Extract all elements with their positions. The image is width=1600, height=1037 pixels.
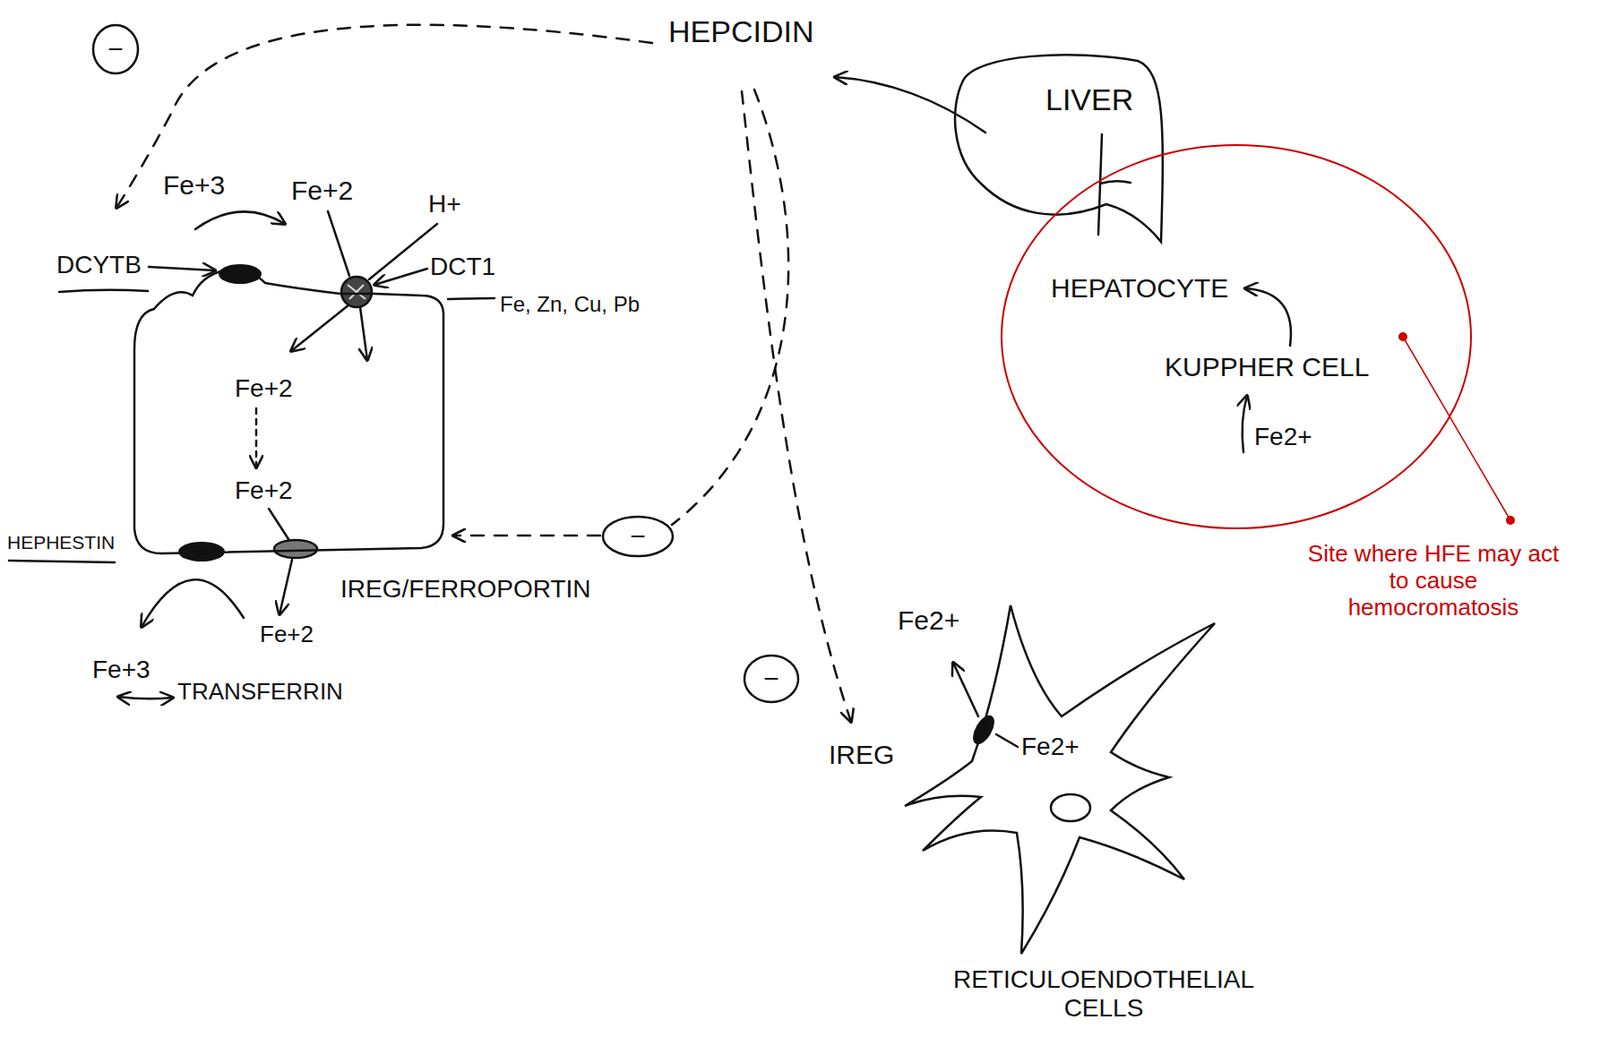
- enterocyte-cell: Fe+2Fe+2: [132, 261, 447, 558]
- underline: [8, 560, 115, 563]
- annotation-note: Site where HFE may act to cause hemocrom…: [1303, 541, 1564, 622]
- enterocyte-cell-outline: [132, 261, 447, 558]
- minus-circle: −: [91, 23, 140, 76]
- ireg-inhibition-arrow: [741, 91, 852, 723]
- hepcidin-inhibition-dashed-arrow: [116, 25, 653, 208]
- iron-uptake-arrow: [1242, 395, 1248, 453]
- organ-label: LIVER: [1045, 82, 1134, 118]
- hepcidin-dashed-line: [671, 89, 789, 525]
- dct1-hatching: [347, 284, 366, 300]
- release-arrow: [953, 662, 979, 717]
- ion-label: Fe+2: [259, 621, 314, 649]
- export-line: [268, 508, 289, 540]
- ireg-transporter: [968, 712, 999, 749]
- dct1-transporter: [341, 276, 372, 308]
- cell-label: KUPPHER CELL: [1164, 352, 1369, 384]
- reticuloendothelial-cell-outline: [891, 595, 1286, 1031]
- ion-label: Fe+3: [92, 655, 151, 685]
- ion-label: Fe2+: [897, 605, 960, 637]
- transport-arrow: [291, 304, 350, 352]
- ferroportin-inhibition-arrow: [453, 534, 601, 538]
- liver-inner-hook: [1100, 180, 1131, 184]
- reduction-arrow: [195, 211, 285, 230]
- oxidation-arrow: [141, 579, 244, 628]
- metal-list: Fe, Zn, Cu, Pb: [499, 292, 640, 318]
- protein-label: HEPHESTIN: [7, 532, 115, 554]
- kupffer-to-hepatocyte-arrow: [1245, 288, 1291, 346]
- liver-secretion-arrow: [834, 77, 986, 133]
- export-arrow: [279, 559, 293, 615]
- release-line: [996, 734, 1018, 748]
- leader-dot: [1398, 332, 1408, 342]
- ion-label: Fe+2: [234, 476, 293, 506]
- ion-label: Fe+3: [163, 170, 225, 202]
- arrow-group: [8, 25, 1291, 748]
- inhibition-sign: −: [91, 23, 140, 76]
- enterocyte-cell-shape: [134, 269, 444, 554]
- ion-label: Fe2+: [1254, 422, 1313, 452]
- binding-double-arrow: [118, 696, 173, 699]
- hfe-site-ellipse: HEPATOCYTE KUPPHER CELL Fe2+: [999, 143, 1473, 531]
- minus-circle-shape: [602, 516, 673, 557]
- cell-type-label: RETICULOENDOTHELIAL CELLS: [924, 965, 1283, 1024]
- reticuloendothelial-cell-shape: [904, 605, 1215, 955]
- reticuloendothelial-cell: Fe2+ RETICULOENDOTHELIAL CELLS: [891, 595, 1286, 1031]
- protein-label: TRANSFERRIN: [177, 679, 344, 706]
- protein-label: DCYTB: [56, 250, 142, 280]
- minus-circle: −: [602, 516, 674, 558]
- ferroportin-transporter: [274, 540, 318, 559]
- pointer-arrow: [374, 268, 428, 285]
- leader-dot: [1505, 516, 1515, 525]
- ion-label: Fe+2: [234, 374, 293, 404]
- minus-circle: −: [743, 653, 800, 705]
- cell-label: HEPATOCYTE: [1050, 273, 1229, 305]
- underline: [59, 290, 148, 293]
- protein-label: DCT1: [430, 252, 496, 282]
- transport-arrow: [360, 307, 368, 361]
- intracellular-dashed-arrow: [255, 408, 259, 468]
- protein-label: IREG/FERROPORTIN: [340, 575, 592, 604]
- ion-label: H+: [428, 189, 462, 219]
- hfe-site-ellipse-shape: [1001, 145, 1471, 529]
- uptake-line: [327, 211, 350, 276]
- proton-line: [369, 223, 438, 280]
- protein-label: IREG: [828, 739, 895, 772]
- ion-label: Fe+2: [291, 175, 353, 207]
- liver-organ-outline: [947, 49, 1168, 249]
- hormone-label: HEPCIDIN: [668, 14, 814, 50]
- liver-organ-shape: [954, 54, 1163, 242]
- pointer-arrow: [148, 266, 216, 271]
- leader-line: [1402, 336, 1511, 521]
- ion-label: Fe2+: [1021, 732, 1080, 762]
- inhibition-sign: −: [743, 653, 800, 705]
- cell-nucleus: [1050, 794, 1091, 822]
- liver-organ: LIVER: [947, 49, 1168, 249]
- underline: [447, 298, 495, 300]
- inhibition-sign: −: [602, 516, 674, 558]
- hfe-site-ellipse-outline: [999, 143, 1473, 531]
